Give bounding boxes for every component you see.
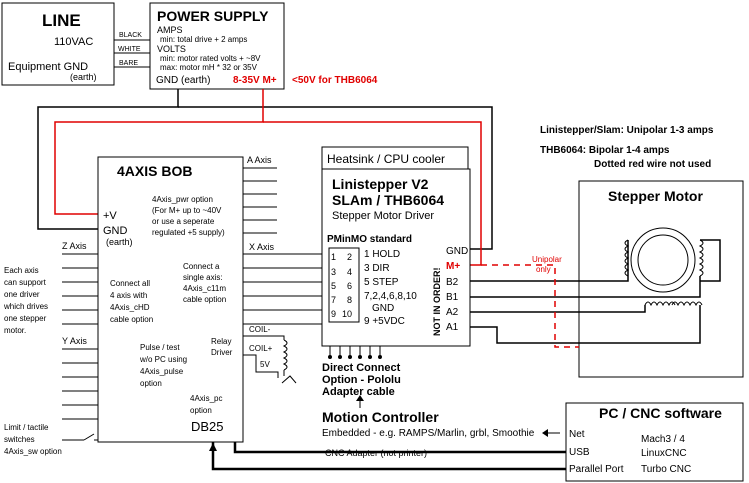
pminmo-pins-left: 1 3 5 7 9 xyxy=(331,252,339,319)
bob-y-axis: Y Axis xyxy=(62,336,87,346)
note-linistepper: Linistepper/Slam: Unipolar 1-3 amps xyxy=(540,125,714,136)
terminal-a2: A2 xyxy=(446,307,459,318)
psu-gnd-to-bob-wire xyxy=(37,89,179,230)
z-axis-stubs xyxy=(62,253,98,325)
wire-white-label: WHITE xyxy=(118,46,141,53)
psu-volts-note2: max: motor mH * 32 or 35V xyxy=(160,63,258,72)
direct-connect-note: Direct Connect Option - Pololu Adapter c… xyxy=(322,362,404,398)
pc-net: Net xyxy=(569,429,585,440)
bob-box xyxy=(97,156,244,443)
psu-amps-note: min: total drive + 2 amps xyxy=(160,35,247,44)
pminmo-signals: 1 HOLD 3 DIR 5 STEP 7,2,4,6,8,10 GND 9 +… xyxy=(364,249,420,327)
pminmo-pins-right: 2 4 6 8 10 xyxy=(342,252,355,319)
terminal-b2: B2 xyxy=(446,277,459,288)
power-supply-box xyxy=(149,2,285,90)
pc-parallel: Parallel Port xyxy=(569,464,624,475)
heatsink-label: Heatsink / CPU cooler xyxy=(327,152,445,166)
wire-black-label: BLACK xyxy=(119,32,142,39)
y-axis-stubs xyxy=(62,348,98,420)
motor-phase-wires xyxy=(470,239,721,344)
bob-gnd: GND xyxy=(103,225,128,237)
motor-coil-a xyxy=(644,301,703,307)
bob-vplus: +V xyxy=(103,210,117,222)
bob-pc-option: 4Axis_pc option xyxy=(190,394,225,415)
psu-vplus: 8-35V M+ xyxy=(233,75,277,86)
bob-single-axis-note: Connect a single axis: 4Axis_c11m cable … xyxy=(183,262,228,304)
cnc-adapter-cable xyxy=(233,442,566,454)
psu-gnd: GND (earth) xyxy=(156,75,210,86)
driver-title2: SLAm / THB6064 xyxy=(332,192,444,208)
terminal-b1: B1 xyxy=(446,292,459,303)
db25-arrow-head xyxy=(209,443,217,451)
psu-volts: VOLTS xyxy=(157,44,186,54)
pc-usb: USB xyxy=(569,447,590,458)
bob-pwr-option: 4Axis_pwr option (For M+ up to ~40V or u… xyxy=(152,195,225,237)
psu-volts-note1: min: motor rated volts + ~8V xyxy=(160,54,261,63)
bob-earth: (earth) xyxy=(106,237,133,247)
note-thb1: THB6064: Bipolar 1-4 amps xyxy=(540,145,670,156)
pc-mach: Mach3 / 4 xyxy=(641,434,685,445)
bob-coil-minus: COIL- xyxy=(249,325,271,334)
pc-box xyxy=(565,402,744,482)
psu-title: POWER SUPPLY xyxy=(157,8,269,24)
pminmo-header xyxy=(328,247,360,323)
bob-a-axis: A Axis xyxy=(247,155,272,165)
driver-title1: Linistepper V2 xyxy=(332,176,429,192)
motor-rotor-inner xyxy=(637,234,689,286)
terminal-gnd: GND xyxy=(446,246,468,257)
line-earth: (earth) xyxy=(70,72,97,82)
controller-embedded: Embedded - e.g. RAMPS/Marlin, grbl, Smoo… xyxy=(322,428,535,439)
pc-linuxcnc: LinuxCNC xyxy=(641,448,687,459)
net-arrow-head xyxy=(542,429,548,437)
controller-title: Motion Controller xyxy=(322,409,439,425)
bob-5v: 5V xyxy=(260,360,270,369)
direct-connect-pin-dots xyxy=(328,355,382,359)
direct-connect-pins xyxy=(329,346,381,356)
left-each-axis-note: Each axis can support one driver which d… xyxy=(3,266,50,335)
psu-thb-note: <50V for THB6064 xyxy=(292,75,378,86)
bob-db25: DB25 xyxy=(191,419,224,434)
controller-arrow-head xyxy=(356,395,364,401)
note-thb2: Dotted red wire not used xyxy=(594,159,711,170)
psu-vplus-to-bob-wire xyxy=(54,89,264,215)
bob-coil-plus: COIL+ xyxy=(249,344,273,353)
line-voltage: 110VAC xyxy=(54,36,93,48)
motor-rotor-outer xyxy=(630,227,696,293)
driver-pminmo: PMinMO standard xyxy=(327,234,412,245)
limit-switch-icon xyxy=(62,433,98,441)
line-title: LINE xyxy=(42,11,81,30)
driver-not-in-order: NOT IN ORDER! xyxy=(432,267,442,336)
line-gnd: Equipment GND xyxy=(8,61,88,73)
bob-all-axis-note: Connect all 4 axis with 4Axis_cHD cable … xyxy=(110,279,153,324)
pc-turbo: Turbo CNC xyxy=(641,464,691,475)
bob-relay-label: Relay Driver xyxy=(211,337,234,357)
terminal-a1: A1 xyxy=(446,322,459,333)
bob-title: 4AXIS BOB xyxy=(117,163,192,179)
line-box xyxy=(1,2,115,86)
a-axis-stubs xyxy=(243,167,277,234)
psu-amps: AMPS xyxy=(157,25,183,35)
stepper-motor-box xyxy=(578,180,744,378)
driver-subtitle: Stepper Motor Driver xyxy=(332,210,434,222)
pc-title: PC / CNC software xyxy=(599,405,722,421)
psu-vplus-to-driver-wire xyxy=(263,121,482,266)
bob-z-axis: Z Axis xyxy=(62,241,87,251)
x-axis-stubs xyxy=(243,253,330,325)
wire-bare-label: BARE xyxy=(119,60,138,67)
relay-coil-icon xyxy=(243,335,297,384)
motor-unipolar-note: Unipolar only xyxy=(532,255,564,274)
terminal-mplus: M+ xyxy=(446,261,460,272)
bob-x-axis: X Axis xyxy=(249,242,275,252)
left-limit-note: Limit / tactile switches 4Axis_sw option xyxy=(4,423,62,456)
unipolar-dotted-wire xyxy=(481,264,579,348)
motor-title: Stepper Motor xyxy=(608,188,703,204)
bob-pulse-note: Pulse / test w/o PC using 4Axis_pulse op… xyxy=(139,343,189,388)
